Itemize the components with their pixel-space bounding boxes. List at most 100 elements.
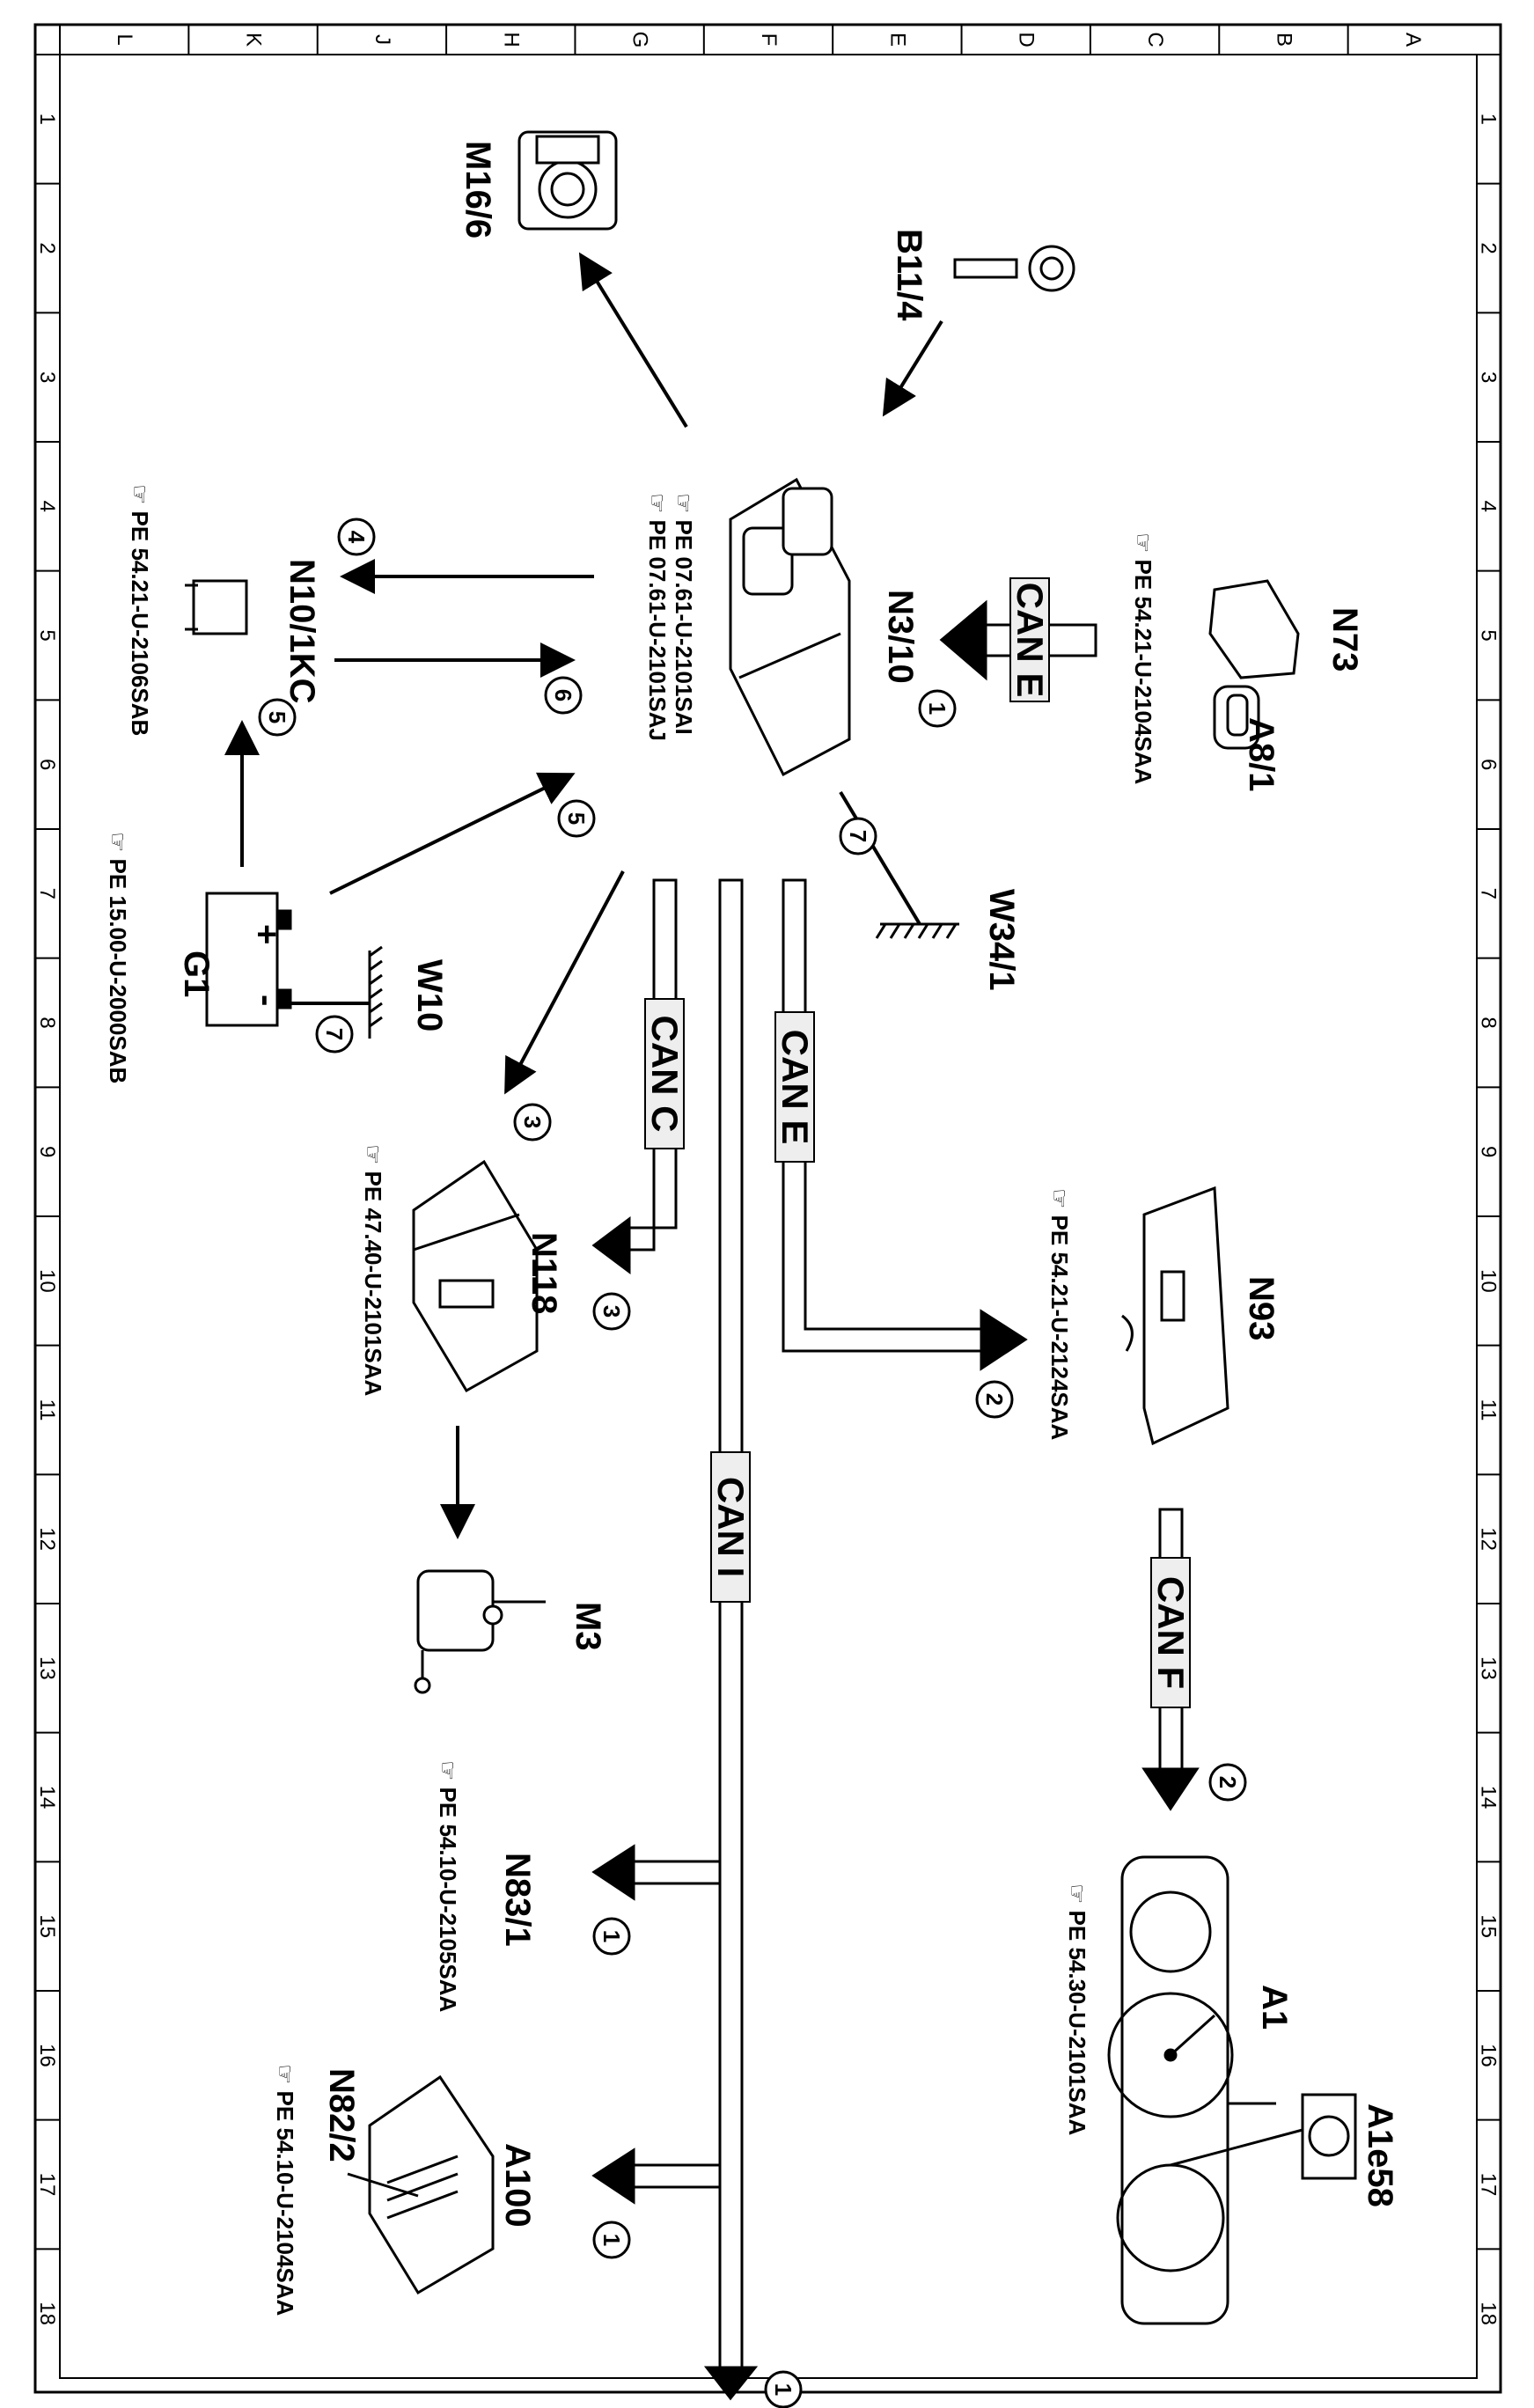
gateway-module-icon xyxy=(1121,1186,1229,1446)
row-ruler-label: 1 xyxy=(35,114,59,125)
column-ruler-label: D xyxy=(1015,32,1039,47)
row-ruler-label: 10 xyxy=(35,1269,59,1293)
signal-marker-circle xyxy=(975,1380,1014,1419)
battery-plus-sign: + xyxy=(247,924,286,944)
row-ruler-label: 9 xyxy=(35,1146,59,1157)
row-ruler-label: 1 xyxy=(1477,114,1501,125)
reference-n118: ☞ PE 47.40-U-2101SAA xyxy=(360,1144,386,1397)
module-box-icon xyxy=(347,2074,495,2295)
signal-marker-number: 4 xyxy=(343,531,370,544)
row-ruler-label: 18 xyxy=(35,2302,59,2325)
row-ruler-label: 11 xyxy=(1477,1399,1501,1421)
temperature-sensor-icon xyxy=(953,245,1075,292)
signal-marker-number: 7 xyxy=(321,1028,348,1040)
component-label-a1: A1 xyxy=(1255,1985,1294,2030)
row-ruler-label: 12 xyxy=(35,1527,59,1551)
battery-icon xyxy=(205,892,292,1027)
row-ruler-label: 2 xyxy=(1477,242,1501,253)
reference-n73: ☞ PE 54.21-U-2104SAA xyxy=(1130,532,1156,785)
row-ruler-label: 4 xyxy=(1477,501,1501,512)
signal-marker-number: 3 xyxy=(519,1116,546,1128)
row-ruler-label: 2 xyxy=(35,242,59,253)
row-ruler-label: 10 xyxy=(1477,1269,1501,1293)
signal-marker-number: 1 xyxy=(924,702,950,715)
component-label-g1: G1 xyxy=(177,951,216,997)
signal-marker-circle xyxy=(918,689,957,728)
signal-marker-number: 2 xyxy=(981,1393,1008,1406)
component-label-b11-4: B11/4 xyxy=(890,229,928,321)
row-ruler-label: 3 xyxy=(1477,371,1501,383)
component-label-n10-1kc: N10/1KC xyxy=(283,559,321,704)
reference-n82-2: ☞ PE 54.10-U-2104SAA xyxy=(272,2064,298,2316)
component-label-n118: N118 xyxy=(525,1232,563,1314)
column-ruler-label: K xyxy=(242,33,266,47)
battery-minus-sign: - xyxy=(247,995,286,1006)
row-ruler-label: 6 xyxy=(35,759,59,770)
component-label-a1e58: A1e58 xyxy=(1361,2103,1399,2207)
component-label-n73: N73 xyxy=(1325,607,1364,672)
row-ruler-label: 14 xyxy=(1477,1786,1501,1810)
bus-tubes xyxy=(591,599,1200,2401)
throttle-actuator-icon xyxy=(517,130,618,231)
reference-g1: ☞ PE 15.00-U-2000SAB xyxy=(105,832,131,1083)
row-ruler-label: 4 xyxy=(35,501,59,512)
component-label-w34-1: W34/1 xyxy=(982,889,1021,991)
signal-marker-circle xyxy=(337,518,376,556)
column-ruler-label: A xyxy=(1401,33,1425,47)
row-ruler-label: 6 xyxy=(1477,759,1501,770)
reference-a1: ☞ PE 54.30-U-2101SAA xyxy=(1064,1883,1090,2136)
signal-marker-circle xyxy=(1208,1763,1247,1802)
row-ruler-label: 7 xyxy=(1477,888,1501,899)
row-ruler-label: 12 xyxy=(1477,1527,1501,1551)
component-label-w10: W10 xyxy=(410,959,449,1031)
signal-marker-number: 7 xyxy=(845,830,871,842)
component-shapes xyxy=(185,130,1357,2325)
column-ruler-label: J xyxy=(371,34,394,45)
row-ruler-label: 13 xyxy=(35,1656,59,1680)
component-label-a8-1: A8/1 xyxy=(1242,717,1281,792)
column-ruler-label: G xyxy=(628,32,652,48)
signal-marker-number: 1 xyxy=(598,1930,625,1942)
row-ruler-label: 16 xyxy=(1477,2044,1501,2067)
row-ruler-label: 13 xyxy=(1477,1656,1501,1680)
bus-label-can-c: CAN C xyxy=(644,1016,686,1133)
signal-marker-circle xyxy=(315,1015,354,1054)
signal-marker-number: 1 xyxy=(598,2234,625,2246)
row-ruler-label: 9 xyxy=(1477,1146,1501,1157)
bus-label-can-e-top: CAN E xyxy=(1009,583,1051,698)
row-ruler-label: 11 xyxy=(35,1399,59,1421)
signal-marker-number: 1 xyxy=(770,2383,796,2396)
instrument-cluster-icon xyxy=(1107,1855,1276,2325)
row-ruler-label: 3 xyxy=(35,371,59,383)
signal-marker-number: 6 xyxy=(550,689,576,701)
signal-marker-circle xyxy=(592,1292,631,1331)
component-label-n82-2: N82/2 xyxy=(322,2068,361,2162)
signal-marker-circle xyxy=(839,817,877,855)
row-ruler-label: 16 xyxy=(35,2044,59,2067)
row-ruler-label: 5 xyxy=(1477,629,1501,641)
column-ruler-label: L xyxy=(113,33,136,45)
reference-n3-10: ☞ PE 07.61-U-2101SAJ xyxy=(644,493,671,741)
row-ruler-label: 17 xyxy=(1477,2173,1501,2197)
column-ruler-label: C xyxy=(1143,32,1167,47)
bus-label-can-i: CAN I xyxy=(710,1477,752,1577)
signal-marker-number: 3 xyxy=(598,1305,625,1318)
ground-symbol-w10 xyxy=(368,945,383,1039)
row-ruler-label: 15 xyxy=(1477,1914,1501,1938)
reference-n10-1kc: ☞ PE 54.21-U-2106SAB xyxy=(127,484,153,736)
signal-marker-circle xyxy=(544,676,583,715)
signal-marker-circle xyxy=(513,1103,552,1142)
signal-marker-number: 5 xyxy=(563,812,590,825)
bus-label-can-f: CAN F xyxy=(1150,1576,1192,1689)
signal-marker-circle xyxy=(258,698,297,737)
component-label-m16-6: M16/6 xyxy=(459,141,497,239)
indicator-lamp-icon xyxy=(1170,2093,1357,2180)
signal-marker-circle xyxy=(764,2370,803,2408)
engine-control-unit-icon xyxy=(729,477,851,777)
row-ruler-label: 7 xyxy=(35,888,59,899)
